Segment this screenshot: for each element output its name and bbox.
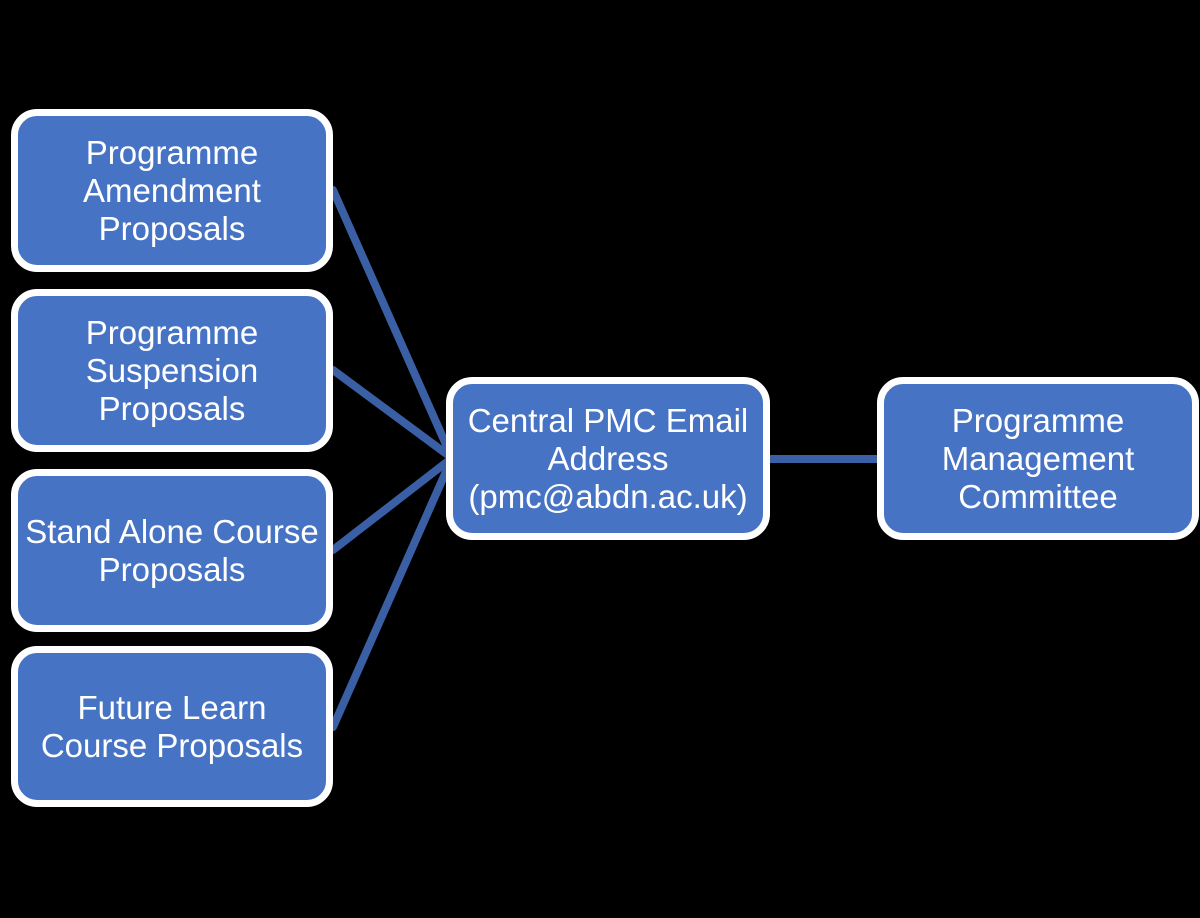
node-central-pmc-email-address: Central PMC Email Address (pmc@abdn.ac.u… (446, 377, 770, 540)
node-label-line: Amendment (83, 171, 261, 209)
node-label-line: Management (941, 439, 1135, 477)
node-label-line: Proposals (98, 550, 246, 588)
node-label-line: Programme (85, 313, 259, 351)
node-stand-alone-course-proposals: Stand Alone Course Proposals (11, 469, 333, 632)
node-label-line: Central PMC Email (467, 401, 749, 439)
node-programme-suspension-proposals: Programme Suspension Proposals (11, 289, 333, 452)
node-label-line: Future Learn (77, 688, 267, 726)
node-programme-management-committee: Programme Management Committee (877, 377, 1199, 540)
connector-standalone-to-hub (329, 454, 456, 554)
connector-futurelearn-to-hub (329, 454, 456, 731)
node-label-line: Course Proposals (40, 726, 304, 764)
node-label-line: (pmc@abdn.ac.uk) (468, 477, 748, 515)
connector-suspension-to-hub (329, 366, 456, 462)
node-label-line: Suspension (85, 351, 259, 389)
node-label-line: Proposals (98, 209, 246, 247)
node-label-line: Programme (85, 133, 259, 171)
node-label-line: Address (547, 439, 669, 477)
connector-amendment-to-hub (329, 186, 456, 462)
node-label-line: Proposals (98, 389, 246, 427)
node-label-line: Stand Alone Course (25, 512, 319, 550)
node-label-line: Programme (951, 401, 1125, 439)
node-future-learn-course-proposals: Future Learn Course Proposals (11, 646, 333, 807)
node-label-line: Committee (958, 477, 1118, 515)
node-programme-amendment-proposals: Programme Amendment Proposals (11, 109, 333, 272)
